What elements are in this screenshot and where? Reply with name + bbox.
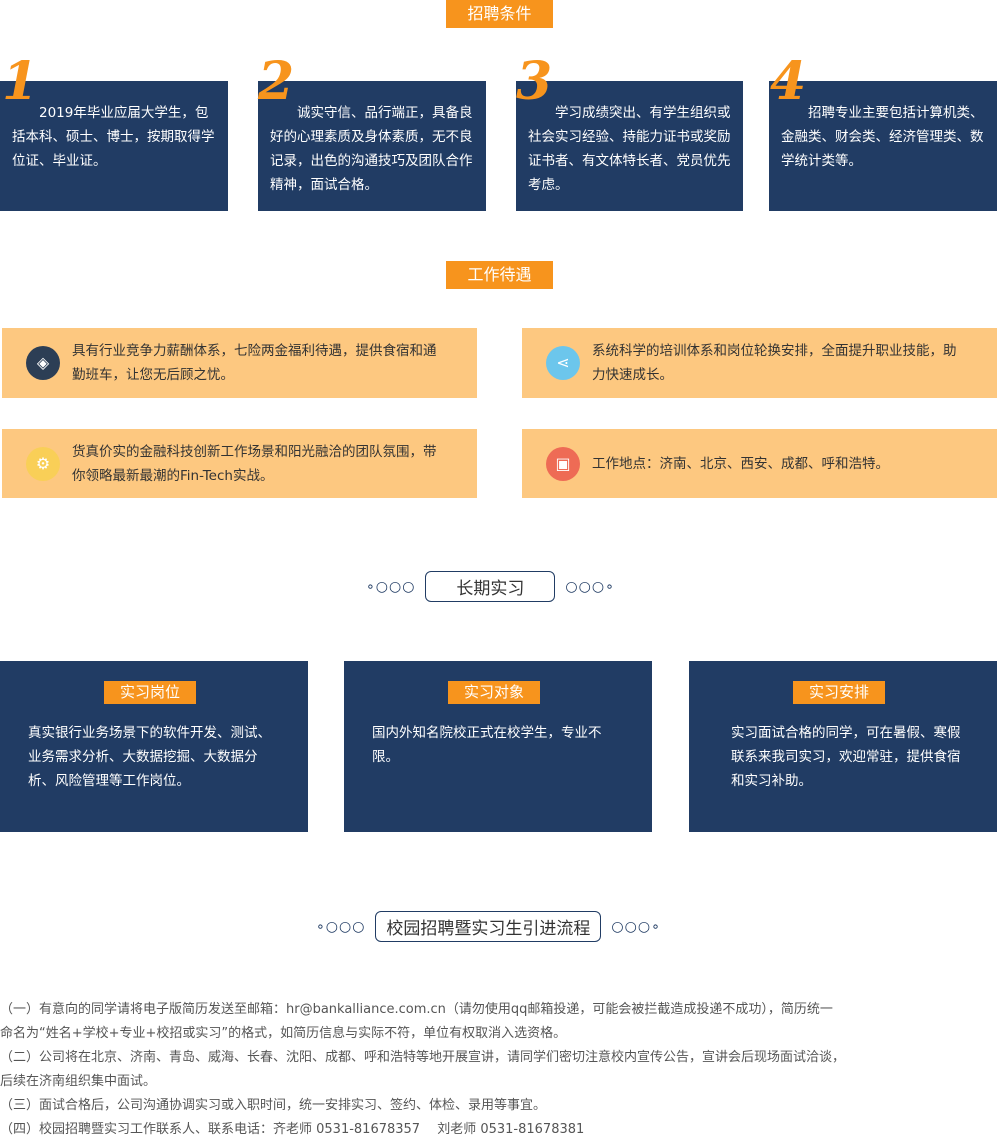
benefit-item: ◈ 具有行业竞争力薪酬体系，七险两金福利待遇，提供食宿和通勤班车，让您无后顾之忧… — [2, 328, 477, 398]
number-3: 3 — [516, 51, 553, 112]
condition-card-1: 2019年毕业应届大学生，包括本科、硕士、博士，按期取得学位证、毕业证。 — [0, 81, 228, 211]
process-title: 校园招聘暨实习生引进流程 — [375, 911, 602, 942]
network-icon: ◈ — [26, 346, 60, 380]
number-4: 4 — [770, 51, 807, 112]
location-screen-icon: ▣ — [546, 446, 580, 481]
benefit-text: 系统科学的培训体系和岗位轮换安排，全面提升职业技能，助力快速成长。 — [592, 343, 957, 383]
benefit-text: 具有行业竞争力薪酬体系，七险两金福利待遇，提供食宿和通勤班车，让您无后顾之忧。 — [72, 343, 437, 383]
dots-decoration: ∘○○○ — [316, 918, 366, 935]
internship-card: 实习对象 国内外知名院校正式在校学生，专业不限。 — [344, 661, 652, 832]
internship-heading: ∘○○○ 长期实习 ○○○∘ — [366, 571, 615, 602]
note-line: （三）面试合格后，公司沟通协调实习或入职时间，统一安排实习、签约、体检、录用等事… — [0, 1098, 547, 1113]
internship-text: 国内外知名院校正式在校学生，专业不限。 — [372, 725, 602, 765]
internship-tag: 实习对象 — [448, 681, 541, 704]
number-2: 2 — [258, 51, 295, 112]
dots-decoration: ○○○∘ — [611, 918, 661, 935]
benefit-item: ▣ 工作地点：济南、北京、西安、成都、呼和浩特。 — [522, 429, 997, 498]
benefit-text: 工作地点：济南、北京、西安、成都、呼和浩特。 — [592, 455, 889, 472]
internship-card: 实习安排 实习面试合格的同学，可在暑假、寒假联系来我司实习，欢迎常驻，提供食宿和… — [689, 661, 997, 832]
note-line: 后续在济南组织集中面试。 — [0, 1074, 157, 1089]
note-line: （一）有意向的同学请将电子版简历发送至邮箱：hr@bankalliance.co… — [0, 1002, 833, 1017]
dots-decoration: ○○○∘ — [565, 578, 615, 595]
note-line: 命名为“姓名+学校+专业+校招或实习”的格式，如简历信息与实际不符，单位有权取消… — [0, 1026, 567, 1041]
process-heading: ∘○○○ 校园招聘暨实习生引进流程 ○○○∘ — [316, 911, 661, 942]
internship-card: 实习岗位 真实银行业务场景下的软件开发、测试、业务需求分析、大数据挖掘、大数据分… — [0, 661, 308, 832]
gears-icon: ⚙ — [26, 446, 60, 481]
benefits-title: 工作待遇 — [446, 261, 553, 289]
condition-card-4: 招聘专业主要包括计算机类、金融类、财会类、经济管理类、数学统计类等。 — [769, 81, 997, 211]
dots-decoration: ∘○○○ — [366, 578, 416, 595]
number-1: 1 — [2, 51, 39, 112]
share-icon: ⋖ — [546, 346, 580, 380]
internship-tag: 实习安排 — [793, 681, 886, 704]
internship-title: 长期实习 — [425, 571, 556, 602]
process-notes: （一）有意向的同学请将电子版简历发送至邮箱：hr@bankalliance.co… — [0, 998, 998, 1142]
condition-card-3: 学习成绩突出、有学生组织或社会实习经验、持能力证书或奖励证书者、有文体特长者、党… — [516, 81, 743, 211]
benefit-text: 货真价实的金融科技创新工作场景和阳光融洽的团队氛围，带你领略最新最潮的Fin-T… — [72, 443, 437, 484]
note-line: （二）公司将在北京、济南、青岛、威海、长春、沈阳、成都、呼和浩特等地开展宣讲，请… — [0, 1050, 846, 1065]
internship-text: 实习面试合格的同学，可在暑假、寒假联系来我司实习，欢迎常驻，提供食宿和实习补助。 — [731, 725, 961, 789]
note-line: （四）校园招聘暨实习工作联系人、联系电话：齐老师 0531-81678357 刘… — [0, 1122, 585, 1137]
internship-text: 真实银行业务场景下的软件开发、测试、业务需求分析、大数据挖掘、大数据分析、风险管… — [28, 725, 271, 789]
benefit-item: ⚙ 货真价实的金融科技创新工作场景和阳光融洽的团队氛围，带你领略最新最潮的Fin… — [2, 429, 477, 498]
internship-tag: 实习岗位 — [104, 681, 197, 704]
conditions-title: 招聘条件 — [446, 0, 553, 28]
condition-card-2: 诚实守信、品行端正，具备良好的心理素质及身体素质，无不良记录，出色的沟通技巧及团… — [258, 81, 486, 211]
benefit-item: ⋖ 系统科学的培训体系和岗位轮换安排，全面提升职业技能，助力快速成长。 — [522, 328, 997, 398]
